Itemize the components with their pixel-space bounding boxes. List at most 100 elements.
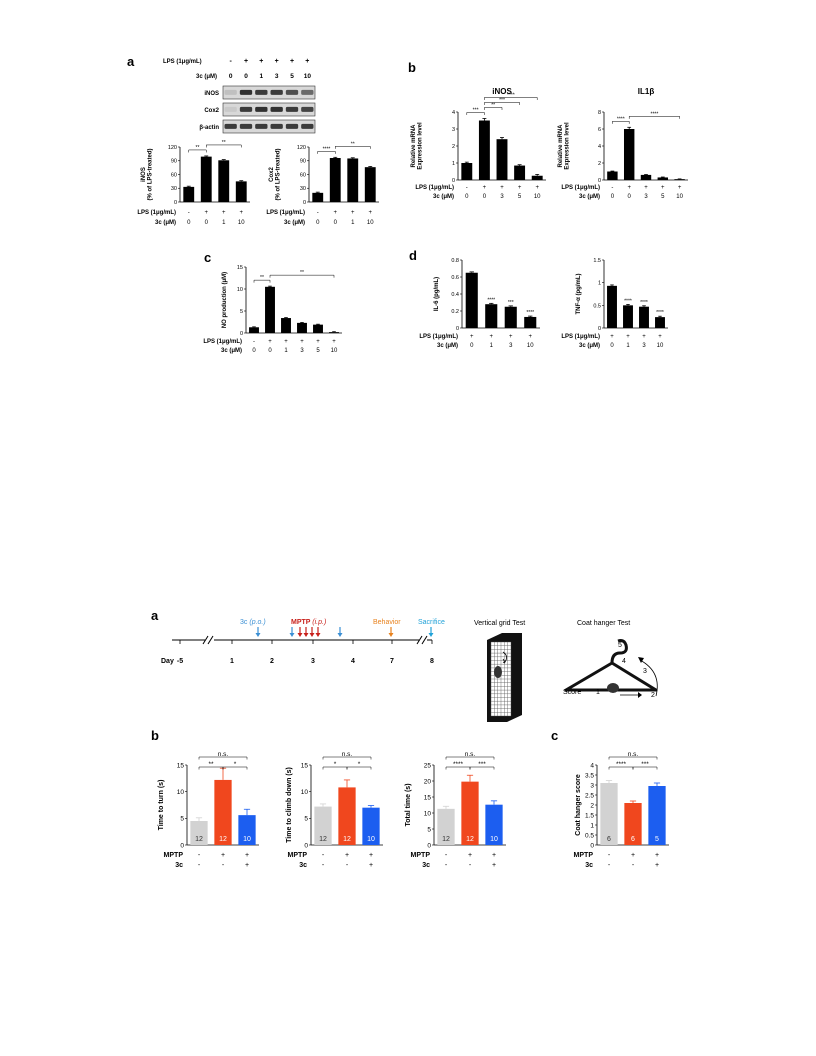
row-label: LPS (1μg/mL) <box>419 334 458 340</box>
y-tick-label: 0.8 <box>451 258 459 264</box>
timeline-mptp-label: MPTP (i.p.) <box>291 619 326 626</box>
sig-label: **** <box>616 761 627 768</box>
blot-row-label: Cox2 <box>204 108 219 114</box>
row-value: + <box>222 210 226 216</box>
row-label: 3c (μM) <box>579 194 600 200</box>
row-value: 1 <box>222 220 226 226</box>
y-tick-label: 120 <box>168 145 177 151</box>
row-value: 0 <box>628 194 632 200</box>
panel-label-1a: a <box>127 54 135 69</box>
row-value: 0 <box>334 220 338 226</box>
bar <box>437 808 455 845</box>
blot-band <box>224 123 237 129</box>
bar <box>485 804 503 845</box>
y-axis-label-line: Expression level <box>417 122 423 170</box>
sig-label: n.s. <box>342 751 353 758</box>
y-axis-label-line: Total time (s) <box>405 783 412 826</box>
bar <box>190 821 208 845</box>
row-label: 3c <box>422 862 430 869</box>
blot-band <box>285 106 299 112</box>
row-label: 3c <box>175 862 183 869</box>
row-value: + <box>221 852 225 859</box>
sig-label: **** <box>507 92 515 98</box>
row-value: + <box>368 210 372 216</box>
bar <box>655 317 665 328</box>
hanger-score-4: 4 <box>622 658 626 665</box>
sig-label: ** <box>351 141 355 147</box>
sig-label: ** <box>260 275 264 281</box>
panel-label-2b: b <box>151 728 159 743</box>
y-tick-label: 20 <box>424 778 432 785</box>
row-value: 3 <box>644 194 648 200</box>
row-value: 1 <box>284 348 288 354</box>
bar <box>648 786 666 845</box>
row-value: + <box>268 339 272 345</box>
y-axis-label: IL-6 (pg/mL) <box>434 277 440 311</box>
hanger-score-label: Score <box>563 689 581 696</box>
row-value: 10 <box>367 220 374 226</box>
row-value: + <box>492 862 496 869</box>
sig-label: ** <box>491 102 495 108</box>
timeline-tick-label: 4 <box>351 658 355 665</box>
bar <box>297 322 307 333</box>
blot-row <box>222 102 316 117</box>
timeline-tick-label: -5 <box>177 658 183 665</box>
row-label: LPS (1μg/mL) <box>203 339 242 345</box>
bar <box>461 163 473 180</box>
bar <box>674 179 685 180</box>
row-value: - <box>346 862 349 869</box>
star-label: **** <box>640 300 648 306</box>
y-tick-label: 5 <box>240 309 243 315</box>
bar <box>347 158 359 202</box>
row-value: 10 <box>331 348 338 354</box>
chart-title: IL1β <box>638 87 655 96</box>
y-tick-label: 25 <box>424 762 432 769</box>
row-label: 3c (μM) <box>284 220 305 226</box>
timeline-sacrifice-label: Sacrifice <box>418 619 445 626</box>
row-value: + <box>300 339 304 345</box>
sig-label: ** <box>208 761 214 768</box>
y-tick-label: 0 <box>180 842 184 849</box>
bar <box>600 783 618 845</box>
y-tick-label: 8 <box>598 110 601 116</box>
row-label: 3c (μM) <box>155 220 176 226</box>
y-axis-label: NO production (μM) <box>222 272 228 328</box>
y-axis-label-line: iNOS <box>141 167 147 182</box>
panel-label-1d: d <box>409 248 417 263</box>
row-value: + <box>489 334 493 340</box>
row-value: + <box>642 334 646 340</box>
row-value: + <box>658 334 662 340</box>
y-axis-label: TNF-α (pg/mL) <box>576 273 582 314</box>
sig-label: **** <box>323 146 331 152</box>
timeline-tick-label: 1 <box>230 658 234 665</box>
timeline-mptp-name: MPTP <box>291 619 311 626</box>
y-tick-label: 5 <box>427 826 431 833</box>
row-value: 10 <box>657 343 664 349</box>
row-value: 0 <box>610 343 614 349</box>
y-axis-label-line: Cox2 <box>269 167 275 182</box>
y-axis-label-line: Relative mRNA <box>558 124 564 168</box>
y-axis-label: Cox2(% of LPS-treated) <box>269 148 282 200</box>
row-value: + <box>492 852 496 859</box>
n-label: 12 <box>466 836 474 843</box>
row-value: 0 <box>268 348 272 354</box>
y-axis-label-line: Relative mRNA <box>411 124 417 168</box>
bar <box>485 304 498 328</box>
y-axis-label: Time to climb down (s) <box>286 767 293 843</box>
blot-band <box>239 123 253 129</box>
bar <box>657 177 669 180</box>
y-axis-label: iNOS(% of LPS-treated) <box>141 148 154 200</box>
timeline-tick-label: 7 <box>390 658 394 665</box>
blot-lps-label: LPS (1μg/mL) <box>163 59 202 65</box>
timeline-tick-label: 3 <box>311 658 315 665</box>
y-tick-label: 10 <box>237 287 243 293</box>
blot-band <box>301 123 314 129</box>
row-value: - <box>322 852 325 859</box>
bar <box>313 324 323 333</box>
